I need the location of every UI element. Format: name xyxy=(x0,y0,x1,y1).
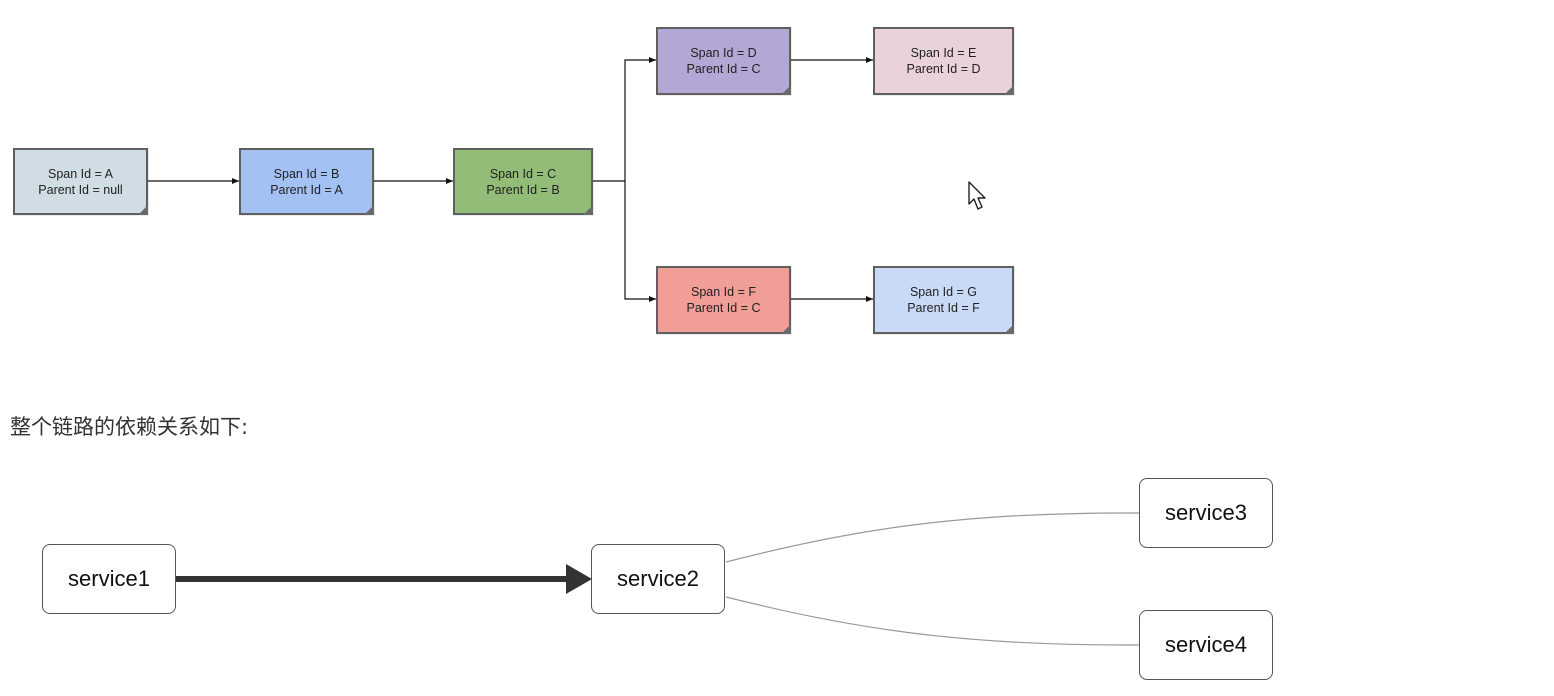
span-id-label: Span Id = A xyxy=(48,166,113,181)
service-node-service4: service4 xyxy=(1139,610,1273,680)
folded-corner xyxy=(364,205,374,215)
folded-corner xyxy=(1004,85,1014,95)
span-node-b: Span Id = B Parent Id = A xyxy=(239,148,374,215)
folded-corner xyxy=(781,324,791,334)
dependency-caption: 整个链路的依赖关系如下: xyxy=(10,415,249,439)
parent-id-label: Parent Id = C xyxy=(686,301,761,315)
parent-id-label: Parent Id = A xyxy=(270,182,343,197)
service-node-service1: service1 xyxy=(42,544,176,614)
service-label: service3 xyxy=(1165,500,1247,525)
service-label: service2 xyxy=(617,566,699,591)
span-node-d: Span Id = D Parent Id = C xyxy=(656,27,791,95)
span-node-a: Span Id = A Parent Id = null xyxy=(13,148,148,215)
service-label: service1 xyxy=(68,566,150,591)
folded-corner xyxy=(1004,324,1014,334)
span-node-e: Span Id = E Parent Id = D xyxy=(873,27,1014,95)
folded-corner xyxy=(583,205,593,215)
edge-service2-service4 xyxy=(725,596,1140,646)
edge-service1-service2-arrowhead xyxy=(566,564,592,594)
mouse-pointer-icon xyxy=(968,181,986,210)
edge-c-d xyxy=(593,57,656,182)
parent-id-label: Parent Id = B xyxy=(486,182,560,197)
edge-service2-service3 xyxy=(725,512,1140,563)
parent-id-label: Parent Id = F xyxy=(907,301,980,315)
span-node-f: Span Id = F Parent Id = C xyxy=(656,266,791,334)
parent-id-label: Parent Id = C xyxy=(686,62,761,76)
service-node-service3: service3 xyxy=(1139,478,1273,548)
service-label: service4 xyxy=(1165,632,1247,657)
parent-id-label: Parent Id = null xyxy=(38,182,123,197)
span-node-c: Span Id = C Parent Id = B xyxy=(453,148,593,215)
edge-c-f xyxy=(624,181,656,302)
span-id-label: Span Id = F xyxy=(691,285,756,299)
span-id-label: Span Id = B xyxy=(273,166,340,181)
folded-corner xyxy=(781,85,791,95)
span-id-label: Span Id = E xyxy=(910,46,977,60)
span-id-label: Span Id = D xyxy=(690,46,757,60)
span-id-label: Span Id = G xyxy=(909,285,978,299)
parent-id-label: Parent Id = D xyxy=(906,62,981,76)
folded-corner xyxy=(138,205,148,215)
span-id-label: Span Id = C xyxy=(489,166,557,181)
span-node-g: Span Id = G Parent Id = F xyxy=(873,266,1014,334)
service-node-service2: service2 xyxy=(591,544,725,614)
